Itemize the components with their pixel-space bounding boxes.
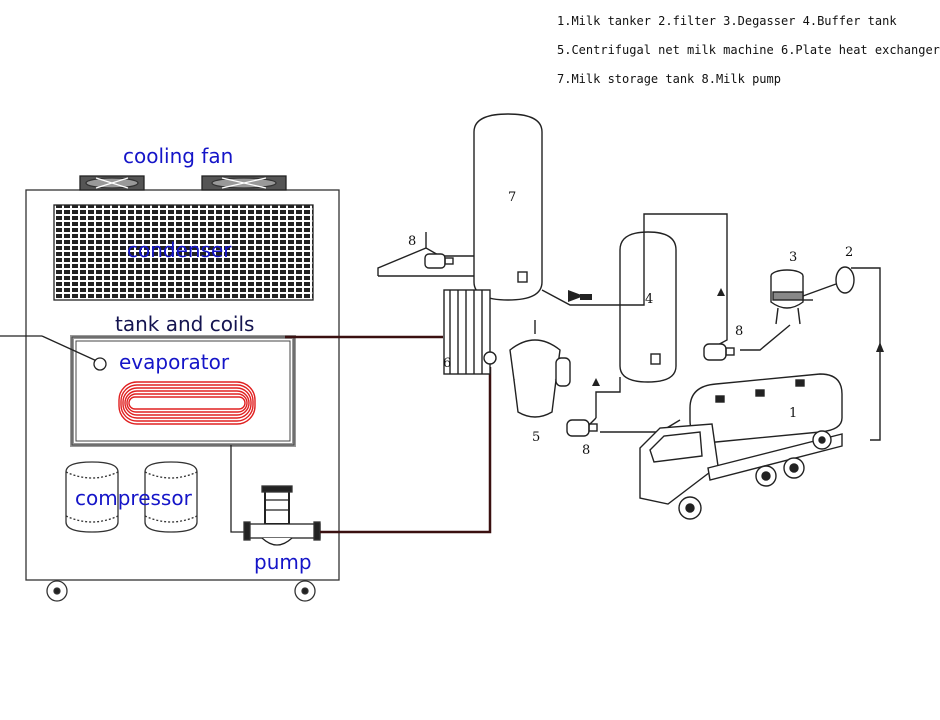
wheel-left: [46, 580, 68, 602]
flow-arrow: [592, 378, 600, 386]
cooling-fan-right: [201, 175, 287, 191]
flow-arrow: [717, 288, 725, 296]
centrifuge-5: [509, 320, 571, 418]
degasser-3: [770, 269, 804, 325]
milk-pump-8-bottom: [566, 419, 598, 437]
legend-line-1: 1.Milk tanker 2.filter 3.Degasser 4.Buff…: [557, 14, 897, 28]
condenser-label: condenser: [127, 238, 232, 262]
milk-tanker-1: [639, 373, 843, 520]
process-diagram: [377, 113, 884, 520]
milk-pump-8-right: [703, 343, 735, 361]
evaporator-coil: [118, 381, 256, 425]
plate-heat-exchanger-6: [443, 289, 497, 375]
cooling-fan-label: cooling fan: [123, 144, 234, 168]
tank-and-coils-label: tank and coils: [115, 312, 255, 336]
chiller-return-pipe: [320, 367, 492, 534]
tank-to-pump-pipe: [230, 445, 248, 533]
number-7: 7: [508, 190, 517, 205]
pump: [243, 485, 321, 546]
number-4: 4: [645, 292, 654, 307]
flow-arrow: [568, 290, 584, 302]
legend-line-2: 5.Centrifugal net milk machine 6.Plate h…: [557, 43, 940, 57]
flow-arrow: [876, 342, 884, 352]
filter-2: [802, 266, 855, 297]
compressor-label: compressor: [75, 486, 192, 510]
evaporator-label: evaporator: [119, 350, 230, 374]
number-8-top: 8: [408, 234, 417, 249]
storage-tank-7: [473, 113, 543, 301]
inlet-pipe: [41, 335, 100, 363]
chiller-unit: [0, 175, 340, 602]
evaporator-inlet: [93, 357, 107, 371]
condenser-coil: [53, 204, 314, 301]
number-8-right: 8: [735, 324, 744, 339]
compressor-left: [65, 461, 119, 533]
compressor-right: [144, 461, 198, 533]
legend-line-3: 7.Milk storage tank 8.Milk pump: [557, 72, 781, 86]
legend: 1.Milk tanker 2.filter 3.Degasser 4.Buff…: [557, 12, 940, 99]
number-3: 3: [789, 250, 798, 265]
number-8-bottom: 8: [582, 443, 591, 458]
number-2: 2: [845, 245, 854, 260]
cooling-fan-left: [79, 175, 145, 191]
number-6: 6: [443, 356, 452, 371]
wheel-right: [294, 580, 316, 602]
pump-label: pump: [254, 550, 312, 574]
buffer-tank-4: [619, 231, 677, 383]
milk-pump-8-top: [424, 253, 454, 269]
number-1: 1: [789, 406, 798, 421]
number-5: 5: [532, 430, 541, 445]
